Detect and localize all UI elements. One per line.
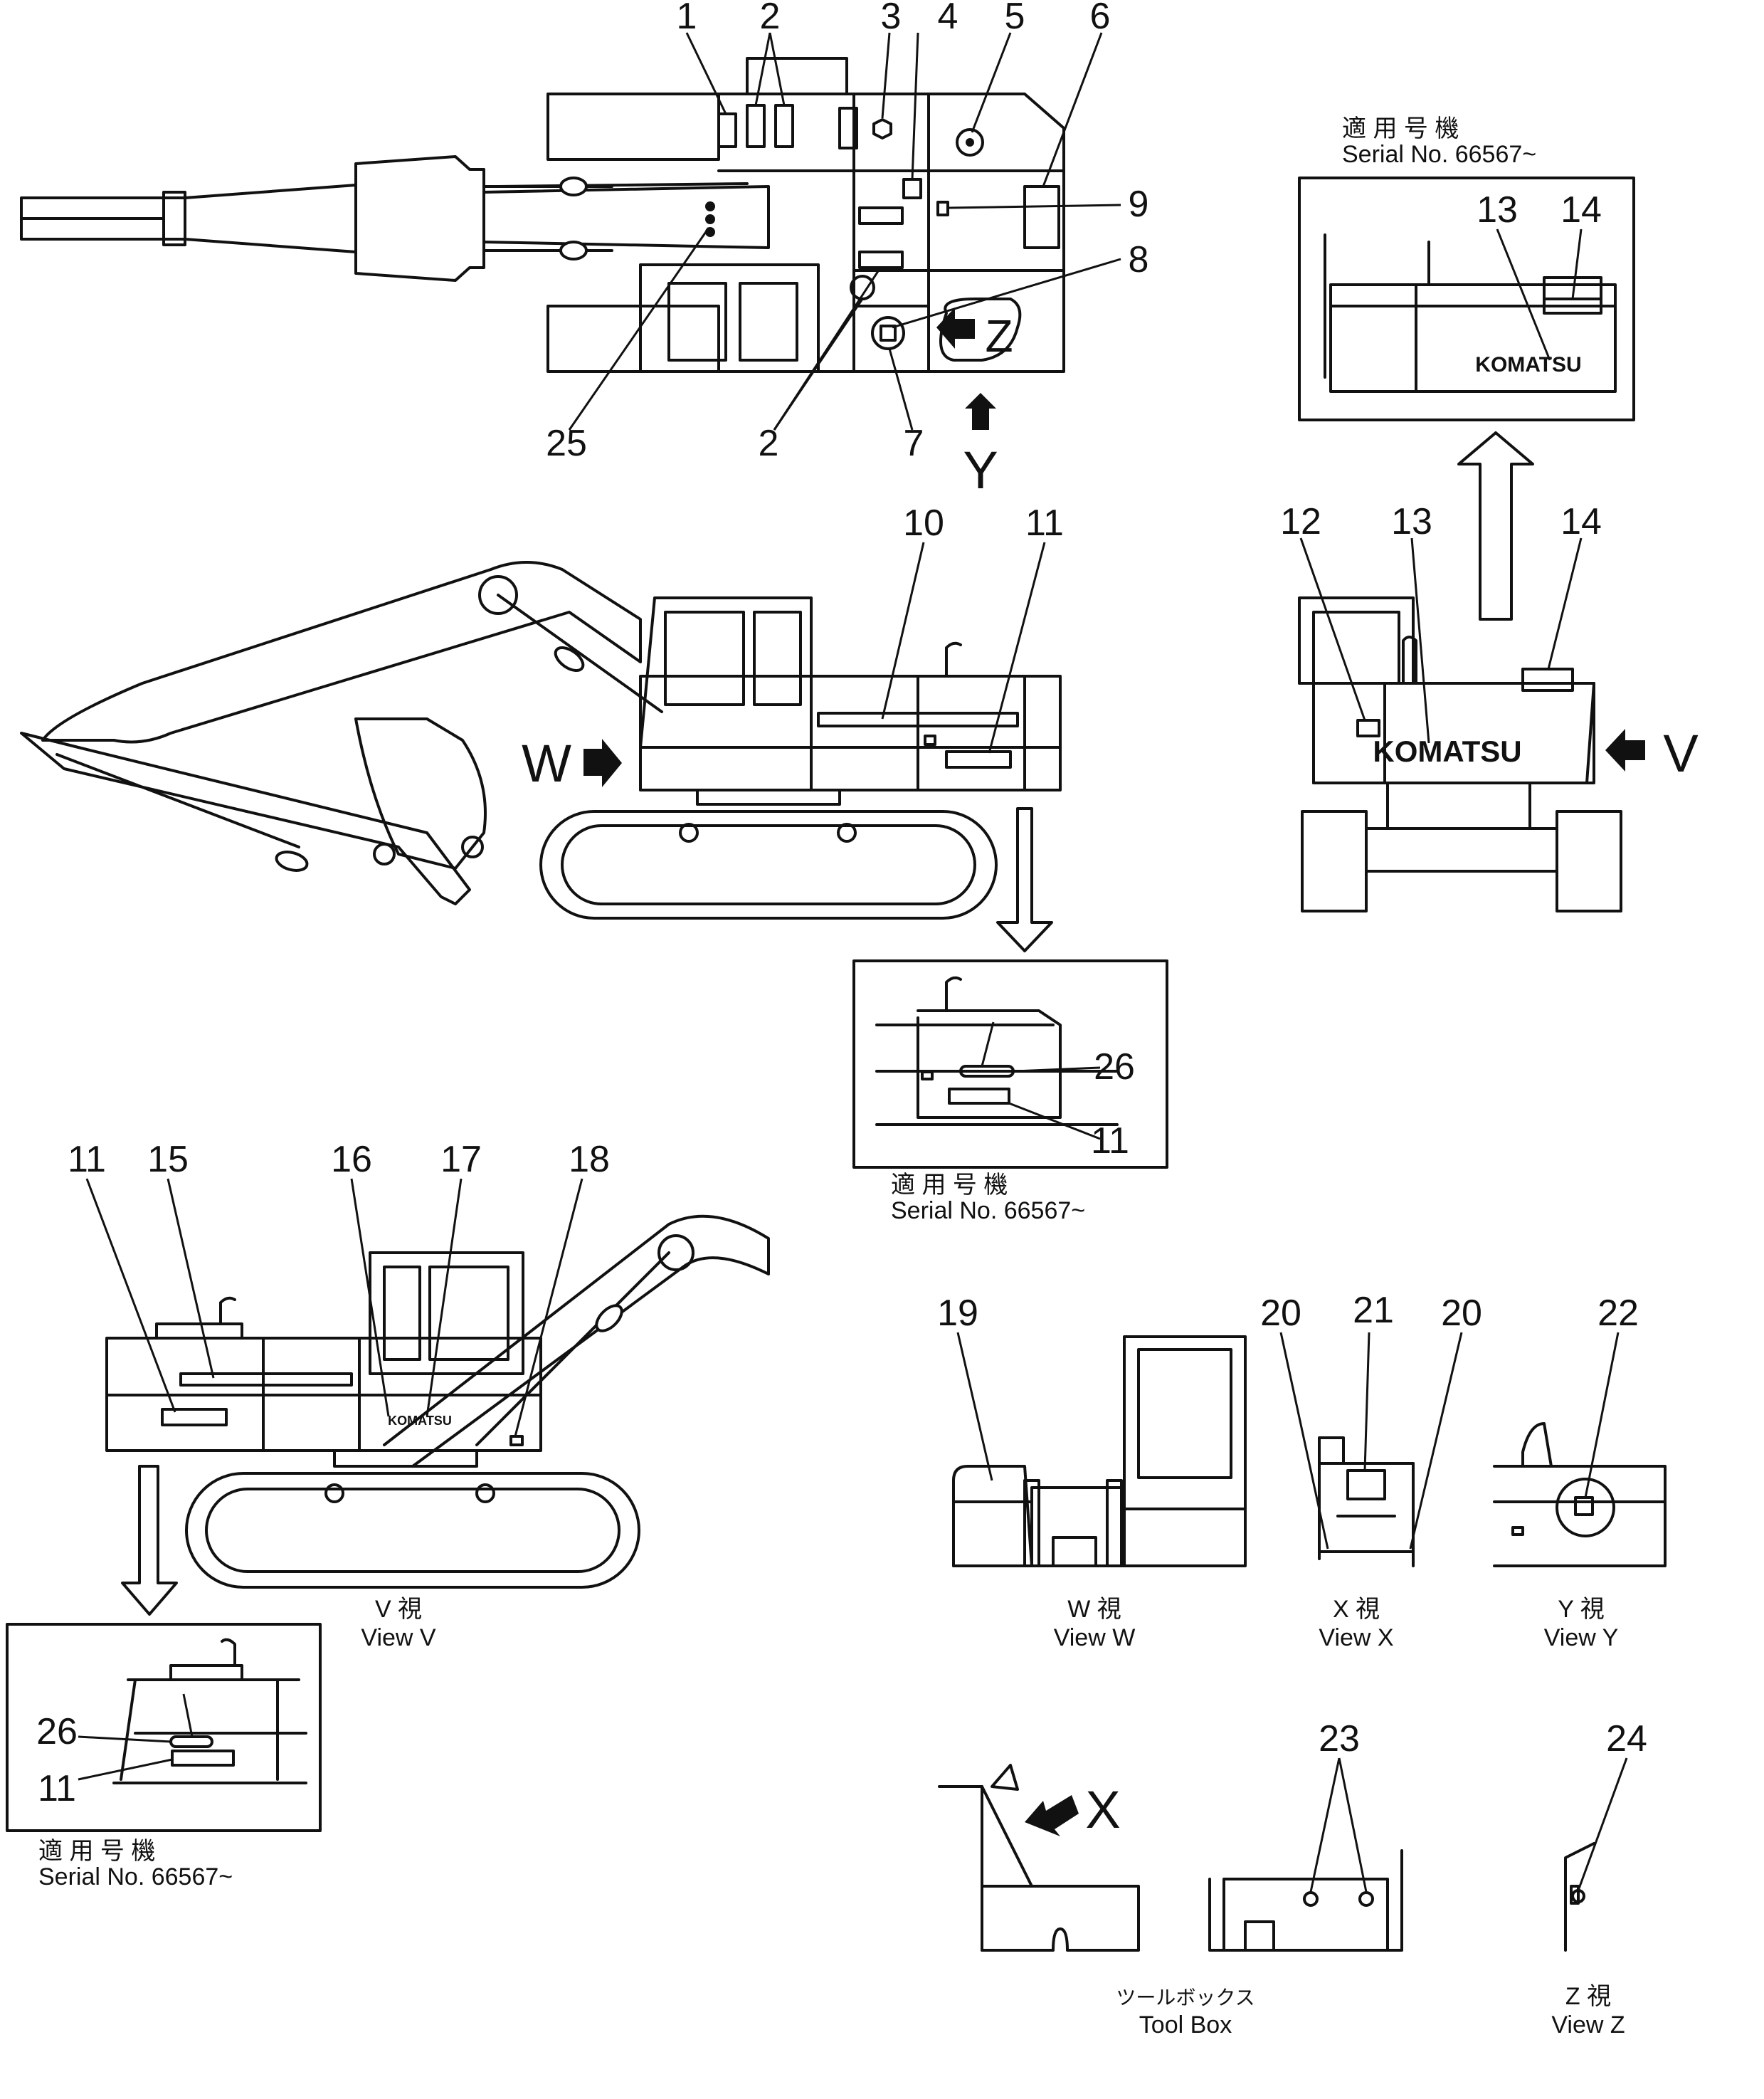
callout-22: 22 bbox=[1597, 1293, 1639, 1334]
callout-20a: 20 bbox=[1260, 1293, 1301, 1334]
view-z-jp: Z 視 bbox=[1565, 1983, 1611, 2010]
callout-14a: 14 bbox=[1560, 189, 1602, 231]
callout-11a: 11 bbox=[1091, 1120, 1129, 1162]
view-x-caption: View X bbox=[1319, 1624, 1393, 1651]
callout-7: 7 bbox=[904, 423, 924, 464]
komatsu-logo-rear: KOMATSU bbox=[1373, 735, 1521, 768]
inset-serial-v: 26 11 適 用 号 機 Serial No. 66567~ bbox=[6, 1623, 322, 1890]
callout-25: 25 bbox=[546, 423, 587, 464]
view-z: 24 Z 視 View Z bbox=[1551, 1718, 1647, 2038]
callout-8: 8 bbox=[1129, 239, 1149, 280]
side-view-excavator: W 10 11 bbox=[20, 503, 1064, 952]
callout-13: 13 bbox=[1391, 501, 1432, 542]
rear-view: 適 用 号 機 Serial No. 66567~ KOMATSU 13 14 … bbox=[1280, 115, 1699, 912]
view-letter-z: Z bbox=[985, 310, 1013, 362]
serial-v: Serial No. 66567~ bbox=[38, 1863, 233, 1890]
komatsu-logo-inset: KOMATSU bbox=[1475, 353, 1581, 377]
callout-3: 3 bbox=[881, 0, 902, 37]
callout-15: 15 bbox=[147, 1139, 189, 1180]
tool-box: 23 ツールボックス Tool Box bbox=[1116, 1718, 1403, 2038]
serial-w: Serial No. 66567~ bbox=[891, 1197, 1085, 1224]
view-w-caption: View W bbox=[1054, 1624, 1136, 1651]
view-x-jp: X 視 bbox=[1333, 1596, 1380, 1623]
callout-11b: 11 bbox=[68, 1139, 106, 1180]
view-x: 20 21 20 X 視 View X bbox=[1260, 1290, 1482, 1651]
callout-26b: 26 bbox=[36, 1711, 78, 1752]
callout-5: 5 bbox=[1005, 0, 1025, 37]
callout-11c: 11 bbox=[38, 1768, 76, 1809]
toolbox-lid-view: X bbox=[938, 1764, 1140, 1952]
callout-16: 16 bbox=[331, 1139, 372, 1180]
applicable-jp-v: 適 用 号 機 bbox=[38, 1838, 155, 1865]
callout-20b: 20 bbox=[1441, 1293, 1482, 1334]
callout-11: 11 bbox=[1025, 503, 1064, 544]
view-y-caption: View Y bbox=[1544, 1624, 1619, 1651]
callout-2b: 2 bbox=[759, 423, 779, 464]
plan-view: Z Y 1 2 3 4 5 6 9 8 7 2 25 bbox=[20, 0, 1149, 500]
komatsu-logo-v: KOMATSU bbox=[388, 1414, 452, 1428]
view-y: 22 Y 視 View Y bbox=[1493, 1293, 1667, 1651]
callout-24: 24 bbox=[1606, 1718, 1647, 1759]
tool-box-caption: Tool Box bbox=[1139, 2011, 1232, 2038]
serial-rear: Serial No. 66567~ bbox=[1342, 141, 1536, 168]
view-v: KOMATSU 11 15 16 17 18 V 視 View V bbox=[68, 1139, 770, 1651]
callout-26a: 26 bbox=[1094, 1046, 1135, 1088]
callout-9: 9 bbox=[1129, 184, 1149, 225]
tool-box-jp: ツールボックス bbox=[1116, 1987, 1255, 2009]
callout-12: 12 bbox=[1280, 501, 1321, 542]
callout-17: 17 bbox=[440, 1139, 482, 1180]
view-v-caption: View V bbox=[361, 1624, 436, 1651]
view-letter-w: W bbox=[522, 734, 571, 793]
callout-6: 6 bbox=[1090, 0, 1111, 37]
view-letter-y: Y bbox=[963, 441, 998, 500]
view-w: 19 W 視 View W bbox=[937, 1293, 1247, 1651]
view-y-jp: Y 視 bbox=[1558, 1596, 1605, 1623]
applicable-jp-rear: 適 用 号 機 bbox=[1342, 115, 1459, 142]
view-v-jp: V 視 bbox=[375, 1596, 422, 1623]
callout-2: 2 bbox=[760, 0, 781, 37]
callout-13a: 13 bbox=[1477, 189, 1518, 231]
inset-serial-w: 26 11 適 用 号 機 Serial No. 66567~ bbox=[852, 959, 1168, 1224]
applicable-jp-w: 適 用 号 機 bbox=[891, 1172, 1008, 1199]
view-letter-x: X bbox=[1085, 1780, 1120, 1839]
callout-10: 10 bbox=[903, 503, 944, 544]
callout-23: 23 bbox=[1319, 1718, 1360, 1759]
callout-19: 19 bbox=[937, 1293, 978, 1334]
callout-4: 4 bbox=[938, 0, 958, 37]
view-w-jp: W 視 bbox=[1067, 1596, 1121, 1623]
callout-21: 21 bbox=[1353, 1290, 1394, 1331]
view-letter-v: V bbox=[1663, 724, 1699, 783]
view-z-caption: View Z bbox=[1551, 2011, 1625, 2038]
callout-1: 1 bbox=[677, 0, 697, 37]
callout-14: 14 bbox=[1560, 501, 1602, 542]
callout-18: 18 bbox=[569, 1139, 610, 1180]
